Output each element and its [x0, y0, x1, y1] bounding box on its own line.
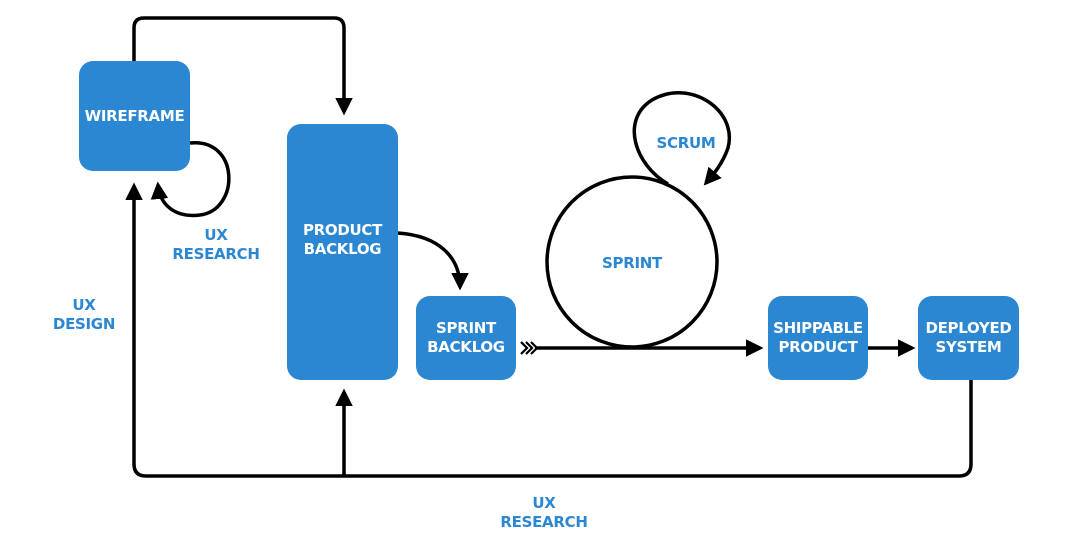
- ux-research-bottom-label: UX RESEARCH: [500, 494, 588, 531]
- arrow-feedback-loop: [125, 182, 973, 478]
- wireframe-node: WIREFRAME: [79, 61, 190, 171]
- arrow-tail-feathers: [520, 341, 539, 355]
- ux-design-label: UX DESIGN: [52, 296, 116, 333]
- wireframe-label: WIREFRAME: [84, 106, 185, 125]
- arrow-product-to-sprint-backlog: [397, 231, 469, 291]
- product-backlog-label: PRODUCT BACKLOG: [302, 221, 383, 258]
- scrum-label: SCRUM: [656, 134, 716, 152]
- arrow-wireframe-to-product-backlog: [132, 16, 353, 116]
- sprint-label: SPRINT: [602, 254, 662, 272]
- deployed-system-label: DEPLOYED SYSTEM: [925, 319, 1012, 356]
- ux-research-loop-label: UX RESEARCH: [172, 226, 260, 263]
- product-backlog-node: PRODUCT BACKLOG: [287, 124, 398, 380]
- arrow-scrum-loop: [632, 91, 732, 186]
- deployed-system-node: DEPLOYED SYSTEM: [918, 296, 1019, 380]
- sprint-backlog-node: SPRINT BACKLOG: [416, 296, 516, 380]
- shippable-product-node: SHIPPABLE PRODUCT: [768, 296, 868, 380]
- arrow-ux-research-loop: [150, 141, 231, 218]
- sprint-backlog-label: SPRINT BACKLOG: [427, 319, 505, 356]
- shippable-product-label: SHIPPABLE PRODUCT: [773, 319, 863, 356]
